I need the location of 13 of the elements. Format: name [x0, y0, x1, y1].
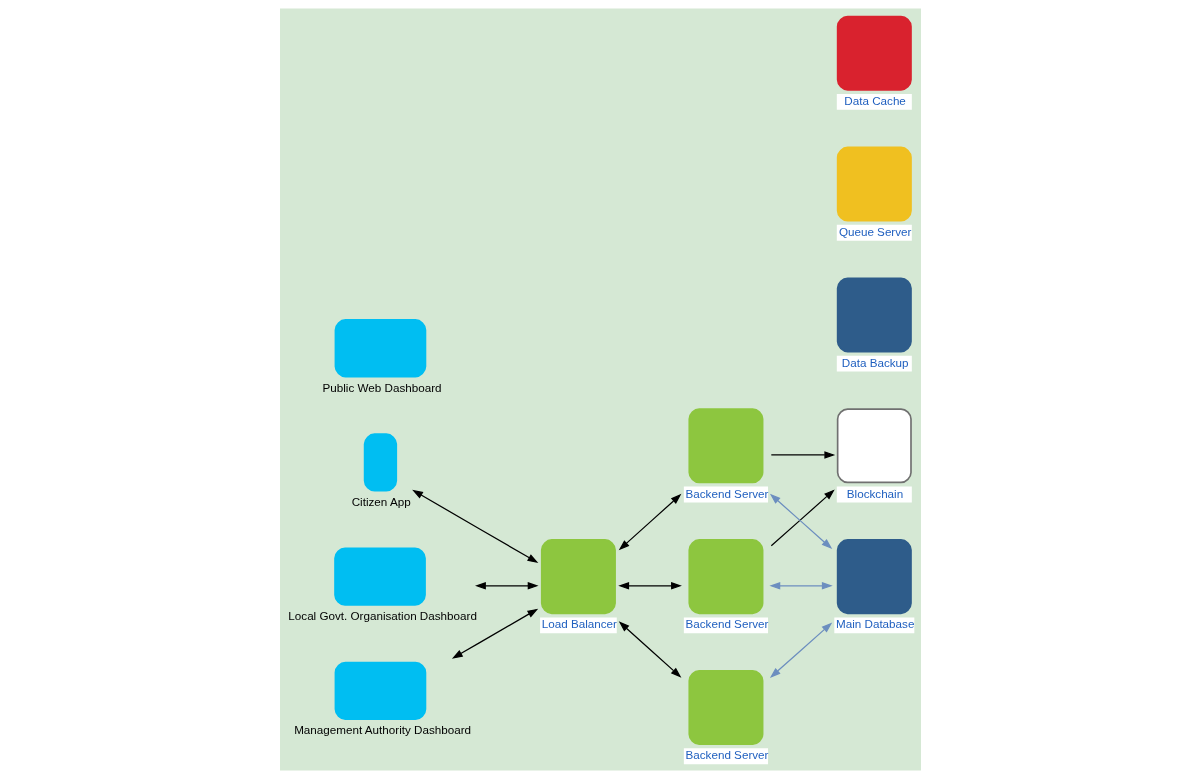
- node-label: Citizen App: [351, 494, 411, 508]
- arrow: [411, 489, 538, 563]
- arrow: [768, 582, 833, 590]
- arrow: [618, 493, 681, 551]
- node-label: Local Govt. Organisation Dashboard: [287, 609, 477, 623]
- arrow: [451, 608, 538, 659]
- arrow: [770, 451, 835, 459]
- arrow: [618, 621, 681, 678]
- arrow: [617, 582, 682, 590]
- node-label: Public Web Dashboard: [322, 380, 442, 394]
- arrow: [474, 582, 539, 590]
- node-label: Management Authority Dashboard: [293, 723, 471, 737]
- arrow: [769, 622, 832, 678]
